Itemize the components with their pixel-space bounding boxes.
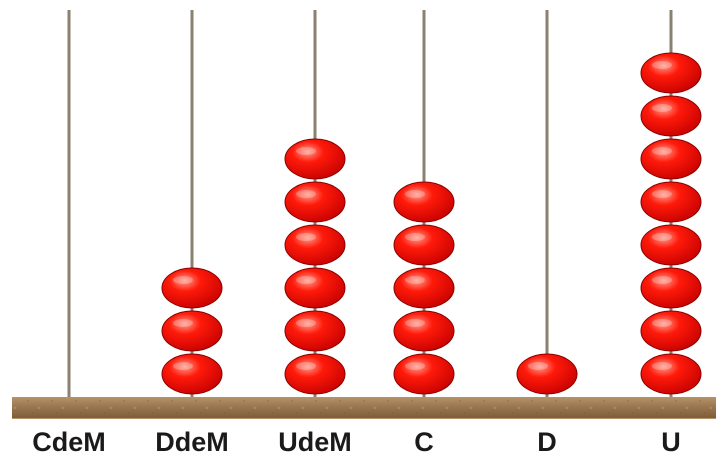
bead[interactable] xyxy=(516,353,578,395)
bead[interactable] xyxy=(640,95,702,137)
column-label-ddem: DdeM xyxy=(155,427,229,457)
bead[interactable] xyxy=(284,353,346,395)
rod-cdem xyxy=(67,10,71,397)
bead[interactable] xyxy=(284,267,346,309)
bead[interactable] xyxy=(640,224,702,266)
bead[interactable] xyxy=(640,52,702,94)
column-label-d: D xyxy=(537,427,557,457)
bead[interactable] xyxy=(393,267,455,309)
beads xyxy=(161,52,702,395)
abacus-base xyxy=(12,397,716,419)
rods xyxy=(67,10,673,397)
column-label-u: U xyxy=(661,427,681,457)
bead[interactable] xyxy=(284,138,346,180)
bead[interactable] xyxy=(161,267,223,309)
bead[interactable] xyxy=(640,181,702,223)
bead[interactable] xyxy=(640,138,702,180)
bead[interactable] xyxy=(393,181,455,223)
bead[interactable] xyxy=(393,224,455,266)
rod-ddem xyxy=(190,10,194,397)
bead[interactable] xyxy=(161,353,223,395)
bead[interactable] xyxy=(284,181,346,223)
bead[interactable] xyxy=(640,353,702,395)
column-label-cdem: CdeM xyxy=(32,427,106,457)
column-label-c: C xyxy=(414,427,434,457)
bead[interactable] xyxy=(393,310,455,352)
bead[interactable] xyxy=(393,353,455,395)
column-label-udem: UdeM xyxy=(278,427,352,457)
bead[interactable] xyxy=(284,224,346,266)
bead[interactable] xyxy=(640,310,702,352)
rod-d xyxy=(545,10,549,397)
bead[interactable] xyxy=(640,267,702,309)
bead[interactable] xyxy=(161,310,223,352)
bead[interactable] xyxy=(284,310,346,352)
